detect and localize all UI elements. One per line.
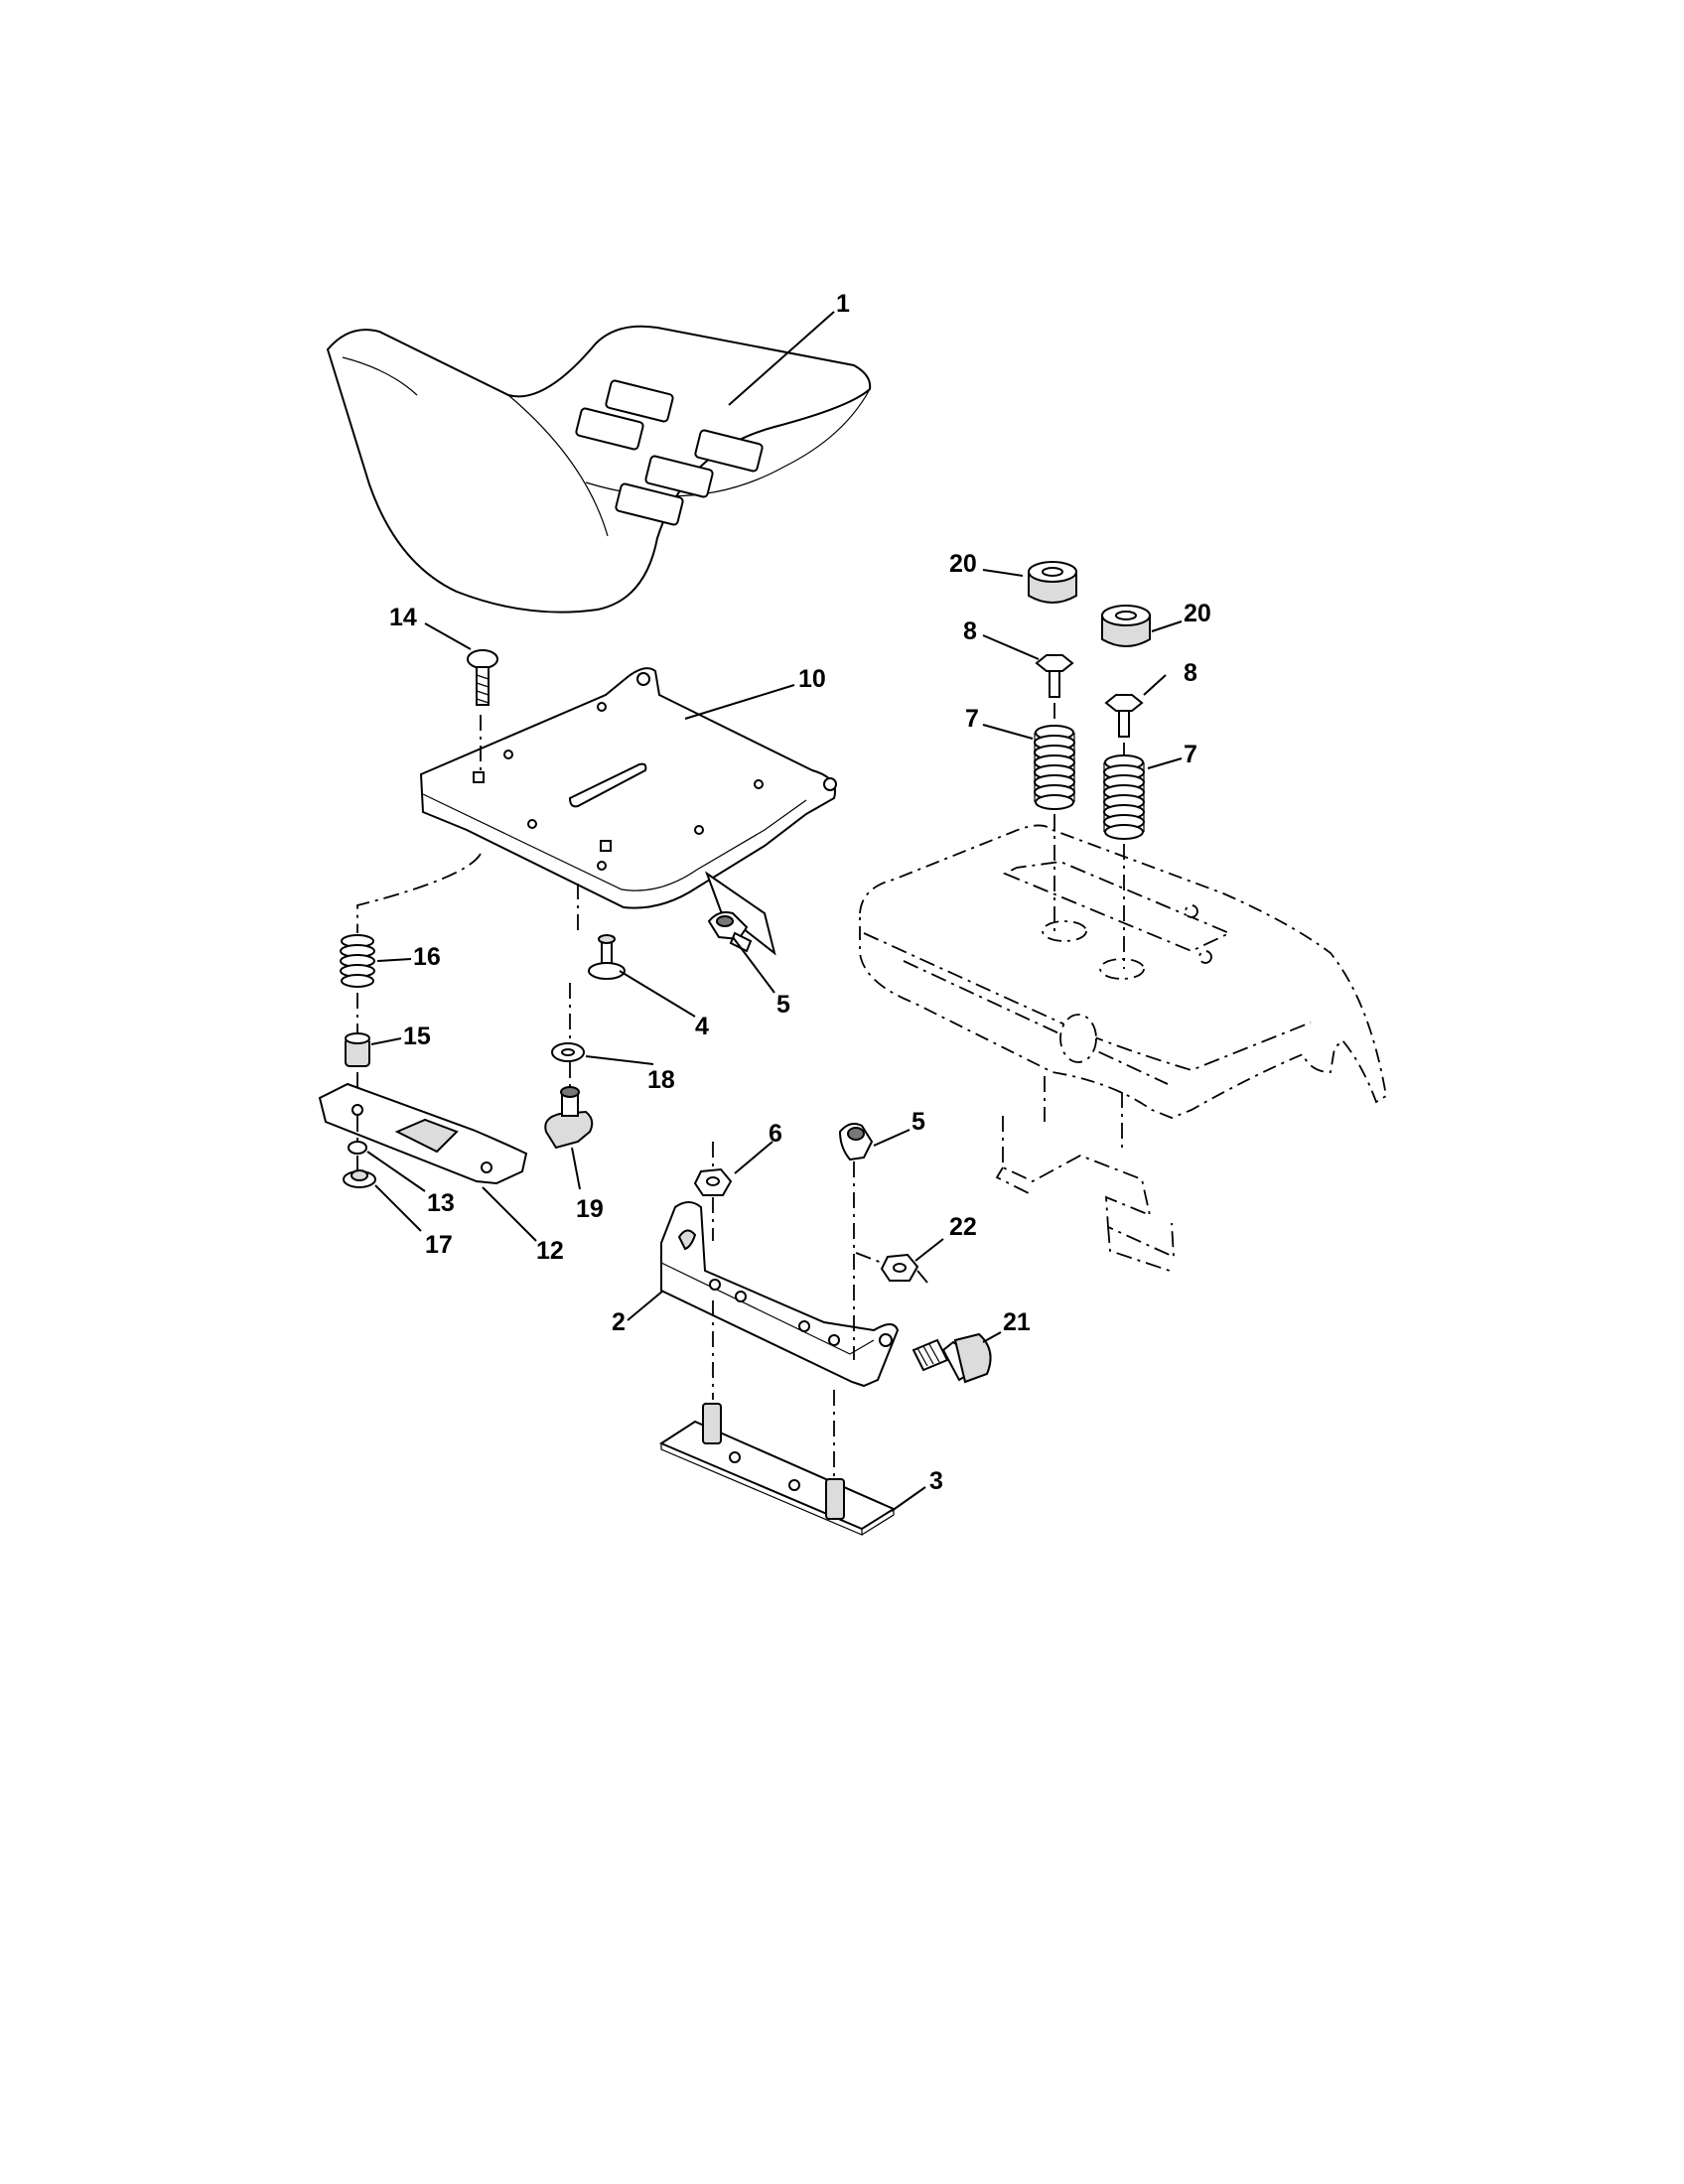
spring-part-left: [1034, 725, 1075, 810]
pivot-bracket-part: [660, 1201, 900, 1388]
bushing-part-left: [1028, 561, 1077, 604]
knob-part: [544, 1086, 594, 1150]
callout-10: 10: [798, 665, 826, 693]
bolt-part: [588, 934, 626, 980]
shoulder-screw-part-left: [1035, 654, 1074, 698]
callout-5-upper: 5: [776, 991, 790, 1019]
callout-1: 1: [836, 290, 850, 318]
spring-part: [340, 934, 375, 988]
callout-8-left: 8: [963, 617, 977, 645]
callout-6: 6: [769, 1120, 782, 1148]
shoulder-screw-part-right: [1104, 694, 1144, 738]
callout-12: 12: [536, 1237, 564, 1265]
seat-part: [326, 325, 872, 614]
callout-16: 16: [413, 943, 441, 971]
clip-part-lower: [838, 1123, 874, 1161]
callout-14: 14: [389, 604, 417, 631]
callout-18: 18: [647, 1066, 675, 1094]
washer-part: [551, 1042, 585, 1062]
callout-13: 13: [427, 1189, 455, 1217]
seat-bracket-part: [318, 1082, 528, 1185]
nut-part: [348, 1141, 367, 1155]
callout-4: 4: [695, 1013, 709, 1040]
callout-8-right: 8: [1184, 659, 1197, 687]
callout-20-right: 20: [1184, 600, 1211, 627]
center-lines: [356, 703, 1125, 1477]
callout-20-left: 20: [949, 550, 977, 578]
callout-7-right: 7: [1184, 741, 1197, 768]
callout-7-left: 7: [965, 705, 979, 733]
shoulder-bolt-part: [912, 1332, 992, 1384]
hex-nut-part: [693, 1167, 733, 1196]
mounting-plate-part: [658, 1403, 897, 1536]
clip-part-upper: [707, 911, 753, 953]
callout-5-lower: 5: [912, 1108, 925, 1136]
callout-3: 3: [929, 1467, 943, 1495]
spacer-part: [345, 1032, 370, 1067]
callout-17: 17: [425, 1231, 453, 1259]
callout-labels: 1 2 3 4 5 5 6 7 7 8 8 10 12 13 14 15 16 …: [389, 290, 1211, 1495]
bushing-part-right: [1101, 605, 1151, 647]
callout-2: 2: [612, 1308, 626, 1336]
callout-19: 19: [576, 1195, 604, 1223]
seat-pan-part: [419, 667, 837, 956]
flange-nut-part: [343, 1169, 376, 1188]
carriage-bolt-part: [467, 649, 498, 706]
fender-reference-outline: [859, 824, 1387, 1272]
spring-part-right: [1103, 754, 1145, 840]
callout-22: 22: [949, 1213, 977, 1241]
lock-nut-part: [855, 1252, 928, 1284]
callout-15: 15: [403, 1023, 431, 1050]
leader-lines: [366, 311, 1183, 1512]
callout-21: 21: [1003, 1308, 1031, 1336]
